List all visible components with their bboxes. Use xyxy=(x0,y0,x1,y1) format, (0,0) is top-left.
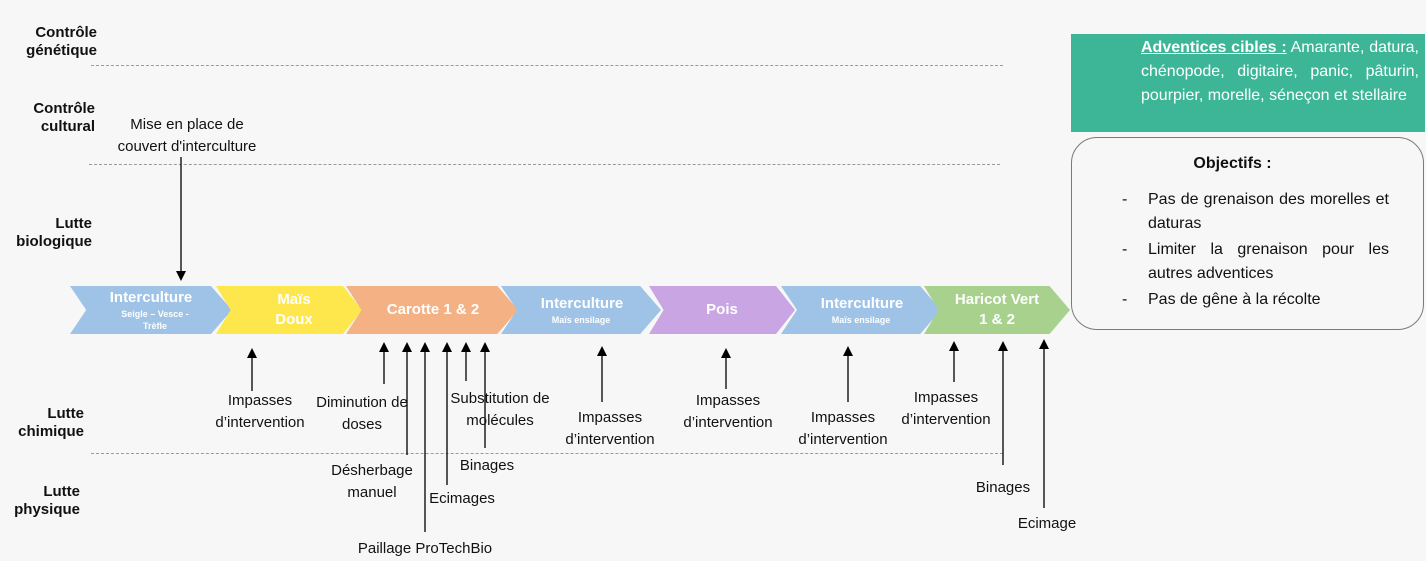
stage-title: Interculture xyxy=(540,295,624,312)
separator-chimique xyxy=(91,453,1003,454)
label-desherbage-manuel: Désherbage manuel xyxy=(331,462,413,501)
label-ecimage-haricot: Ecimage xyxy=(1017,515,1077,532)
category-lutte-chimique: Lutte chimique xyxy=(18,405,84,440)
stage-pois: Pois xyxy=(649,286,795,334)
stage-interculture-1: Interculture Seigle – Vesce - Trèfle xyxy=(70,286,232,334)
category-lutte-physique: Lutte physique xyxy=(14,483,80,518)
label-impasses-interculture2: Impasses d’intervention xyxy=(798,409,888,448)
label-impasses-mais: Impasses d’intervention xyxy=(215,392,305,431)
stage-title: Interculture xyxy=(109,289,193,306)
objectives-title: Objectifs : xyxy=(1193,155,1272,172)
objectives-box: Objectifs : -Pas de grenaison des morell… xyxy=(1071,137,1424,330)
objective-text: Pas de gêne à la récolte xyxy=(1148,291,1321,308)
label-impasses-haricot: Impasses d’intervention xyxy=(901,389,991,428)
label-paillage: Paillage ProTechBio xyxy=(357,540,493,557)
stage-title: Pois xyxy=(706,301,738,318)
target-weeds-heading: Adventices cibles : xyxy=(1141,39,1287,56)
objective-item: -Pas de grenaison des morelles et datura… xyxy=(1122,191,1389,232)
stage-subtitle: Maïs ensilage xyxy=(831,315,891,325)
label-diminution-doses: Diminution de doses xyxy=(316,394,408,433)
stage-subtitle: Seigle – Vesce - Trèfle xyxy=(121,309,189,331)
label-impasses-pois: Impasses d’intervention xyxy=(683,392,773,431)
label-binages-carotte: Binages xyxy=(459,457,515,474)
stage-title: Carotte 1 & 2 xyxy=(386,301,480,318)
stage-carotte: Carotte 1 & 2 xyxy=(346,286,518,334)
stage-title: Haricot Vert 1 & 2 xyxy=(954,291,1040,328)
stage-interculture-3: Interculture Maïs ensilage xyxy=(781,286,941,334)
objective-item: -Pas de gêne à la récolte xyxy=(1122,291,1321,308)
stage-title: Interculture xyxy=(820,295,904,312)
label-ecimages: Ecimages xyxy=(429,490,495,507)
stage-title: Maïs Doux xyxy=(275,291,313,328)
label-couvert-interculture: Mise en place de couvert d'interculture xyxy=(117,116,257,155)
label-impasses-interculture1: Impasses d’intervention xyxy=(565,409,655,448)
separator-genetique xyxy=(91,65,1003,66)
label-substitution-molecules: Substitution de molécules xyxy=(450,390,550,429)
stage-subtitle: Maïs ensilage xyxy=(551,315,611,325)
target-weeds-box: Adventices cibles : Amarante, datura, ch… xyxy=(1071,34,1425,132)
objectives-list: -Pas de grenaison des morelles et datura… xyxy=(1116,188,1389,314)
category-controle-cultural: Contrôle cultural xyxy=(33,100,95,135)
label-binages-haricot: Binages xyxy=(975,479,1031,496)
stage-haricot: Haricot Vert 1 & 2 xyxy=(924,286,1070,334)
objective-item: -Limiter la grenaison pour les autres ad… xyxy=(1122,241,1389,282)
objective-text: Pas de grenaison des morelles et daturas xyxy=(1148,191,1389,232)
target-weeds-list: Amarante, datura, chénopode, digitaire, … xyxy=(1141,39,1419,104)
objective-text: Limiter la grenaison pour les autres adv… xyxy=(1148,241,1389,282)
separator-cultural xyxy=(89,164,1000,165)
stage-mais-doux: Maïs Doux xyxy=(216,286,362,334)
stage-interculture-2: Interculture Maïs ensilage xyxy=(501,286,661,334)
category-lutte-biologique: Lutte biologique xyxy=(16,215,92,250)
category-controle-genetique: Contrôle génétique xyxy=(26,24,97,59)
